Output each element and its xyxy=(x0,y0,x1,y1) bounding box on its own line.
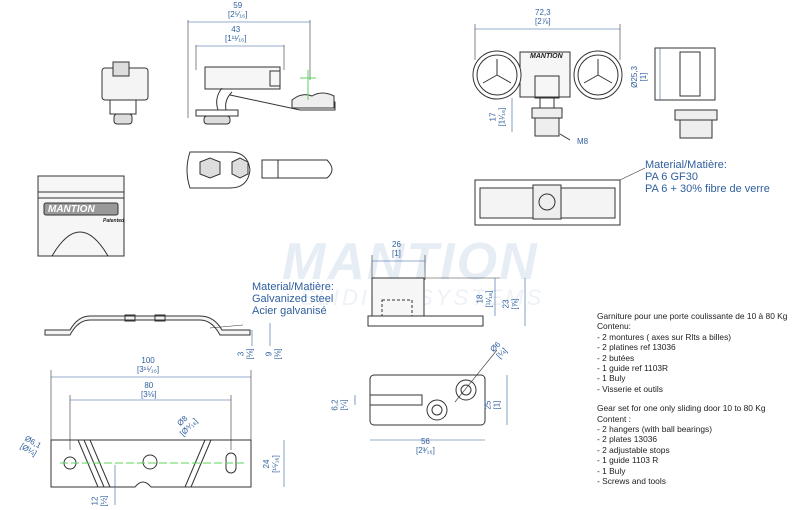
dim-stop-top-width: 25[1] xyxy=(483,400,502,410)
stop-top-view xyxy=(354,349,508,441)
dim-plate-height: 9[⅜] xyxy=(264,348,283,360)
block-logo: MANTION xyxy=(48,204,95,215)
plate-side-view xyxy=(44,314,271,346)
dim-roller-height: 17[1¹⁄₁₆] xyxy=(488,107,507,127)
dim-plate-length: 100[3¹⁵⁄₁₆] xyxy=(137,356,160,374)
kit-description: Garniture pour une porte coulissante de … xyxy=(597,311,788,487)
dim-plate-width: 24[¹⁵⁄₁₆] xyxy=(261,455,280,473)
dim-roller-width: 72,3[2⅞] xyxy=(535,8,551,26)
hanger-top-view xyxy=(186,151,333,189)
dim-roller-diameter: Ø25,3[1] xyxy=(629,66,648,88)
roller-side-view xyxy=(654,47,718,139)
dim-hanger-overall: 59[2⁵⁄₁₆] xyxy=(228,1,248,19)
thread-label: M8 xyxy=(577,137,589,146)
stop-side-view xyxy=(367,255,526,327)
roller-bottom-view xyxy=(474,167,646,226)
dim-stop-height-23: 23[⅞] xyxy=(501,298,520,310)
dim-stop-height-18: 18[¹¹⁄₁₆] xyxy=(475,290,494,308)
dim-plate-thickness: 3[⅛] xyxy=(236,348,255,360)
roller-front-view xyxy=(472,24,623,141)
hanger-side-view xyxy=(187,20,336,125)
hanger-end-view xyxy=(101,61,149,125)
block-view xyxy=(37,175,125,257)
plate-top-view xyxy=(50,370,285,505)
dim-stop-slot: 6,2[¼] xyxy=(330,399,349,411)
dim-plate-holes: 80[3⅛] xyxy=(141,381,157,399)
roller-logo: MANTION xyxy=(530,53,563,60)
dim-plate-offset: 12[½] xyxy=(90,495,109,507)
dim-hanger-inner: 43[1¹¹⁄₁₆] xyxy=(225,25,247,43)
dim-stop-length: 56[2³⁄₁₆] xyxy=(416,437,435,455)
patented-label: Patented xyxy=(103,218,125,224)
dim-stop-width: 26[1] xyxy=(392,240,401,258)
